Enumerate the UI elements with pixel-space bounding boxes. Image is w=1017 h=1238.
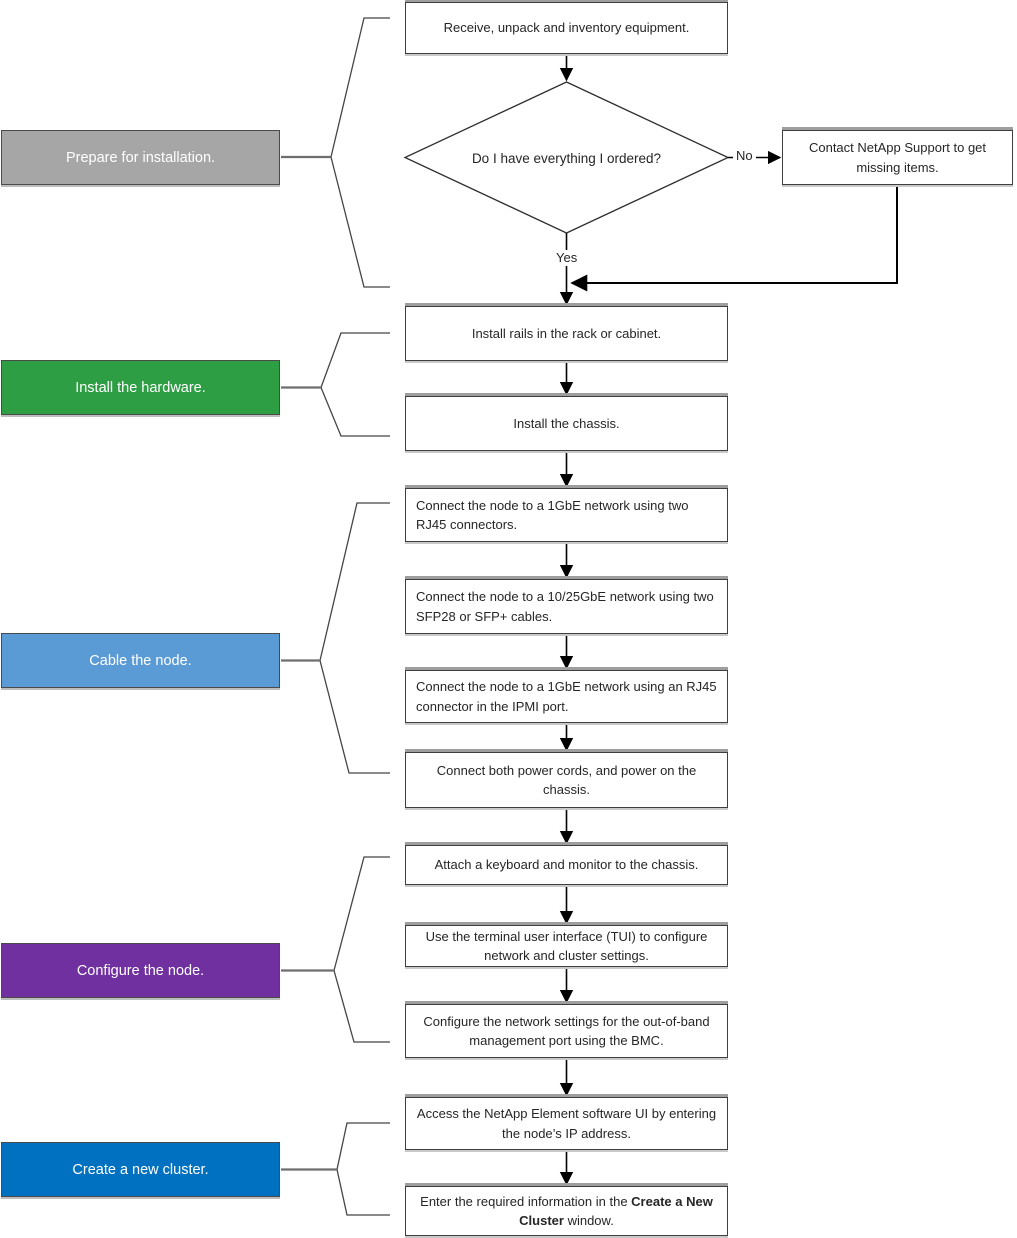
yes-label: Yes	[553, 250, 581, 266]
step-connect-1gbe-ipmi: Connect the node to a 1GbE network using…	[405, 670, 728, 723]
decision-question: Do I have everything I ordered?	[471, 150, 662, 166]
step-access-element-ui: Access the NetApp Element software UI by…	[405, 1097, 728, 1150]
phase-install-the-hardware: Install the hardware.	[1, 360, 280, 415]
phase-prepare-for-installation: Prepare for installation.	[1, 130, 280, 185]
step-contact-netapp-support: Contact NetApp Support to get missing it…	[782, 130, 1013, 185]
no-label: No	[733, 148, 756, 164]
step-enter-cluster-info: Enter the required information in the Cr…	[405, 1186, 728, 1236]
step-install-chassis: Install the chassis.	[405, 396, 728, 451]
step-connect-10-25gbe-sfp: Connect the node to a 10/25GbE network u…	[405, 579, 728, 634]
create-new-cluster-emphasis: Create a New Cluster	[519, 1193, 713, 1229]
step-connect-power-cords: Connect both power cords, and power on t…	[405, 752, 728, 808]
phase-brackets	[319, 17, 390, 1216]
step-attach-keyboard-monitor: Attach a keyboard and monitor to the cha…	[405, 845, 728, 885]
phase-bracket-stems	[281, 155, 337, 1171]
step-enter-cluster-info-text: Enter the required information in the Cr…	[420, 1193, 713, 1229]
step-configure-bmc: Configure the network settings for the o…	[405, 1004, 728, 1058]
step-install-rails: Install rails in the rack or cabinet.	[405, 306, 728, 361]
flow-arrows	[559, 54, 898, 1186]
phase-cable-the-node: Cable the node.	[1, 633, 280, 688]
phase-configure-the-node: Configure the node.	[1, 943, 280, 998]
no-return-arrow	[570, 185, 898, 292]
step-receive-unpack-inventory: Receive, unpack and inventory equipment.	[405, 2, 728, 54]
step-use-tui: Use the terminal user interface (TUI) to…	[405, 925, 728, 967]
step-connect-1gbe-rj45: Connect the node to a 1GbE network using…	[405, 488, 728, 542]
phase-create-a-new-cluster: Create a new cluster.	[1, 1142, 280, 1197]
